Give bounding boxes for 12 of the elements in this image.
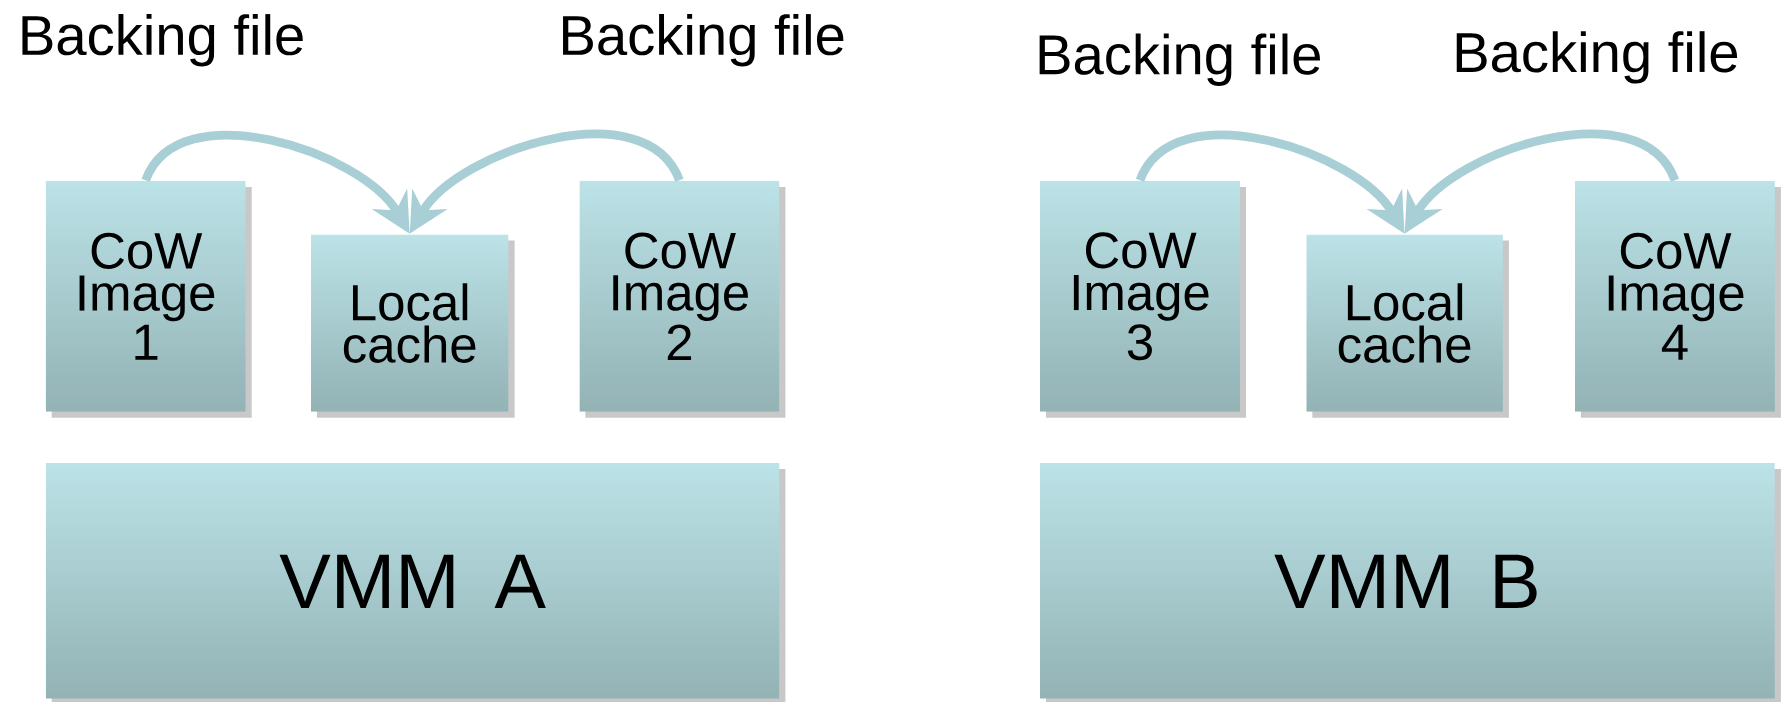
backing-file-label: Backing file <box>1039 33 1320 86</box>
image-box: CoW Image 4 <box>1574 180 1781 418</box>
image-box: Local cache <box>1306 234 1509 418</box>
backing-file-label: Backing file <box>563 14 844 67</box>
image-box: Local cache <box>310 234 515 418</box>
vmm-box: VMM B <box>1039 463 1781 702</box>
image-box: CoW Image 2 <box>579 180 786 418</box>
backing-file-label: Backing file <box>22 14 303 67</box>
vmm-box: VMM A <box>45 463 786 702</box>
backing-file-label: Backing file <box>1456 31 1738 84</box>
image-box: CoW Image 1 <box>45 180 252 418</box>
image-box: CoW Image 3 <box>1040 180 1246 418</box>
